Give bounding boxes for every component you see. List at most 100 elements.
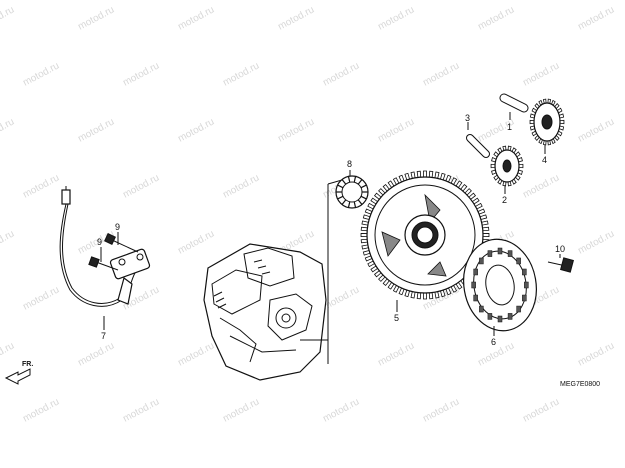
clutch-roller bbox=[516, 257, 521, 265]
watermark-text: motod.ru bbox=[76, 4, 116, 32]
clutch-roller bbox=[479, 257, 484, 265]
watermark-text: motod.ru bbox=[376, 4, 416, 32]
bearing-needle bbox=[360, 195, 367, 200]
watermark-text: motod.ru bbox=[221, 60, 261, 88]
watermark-text: motod.ru bbox=[176, 340, 216, 368]
gear-tooth bbox=[482, 233, 490, 237]
watermark-text: motod.ru bbox=[576, 340, 616, 368]
clutch-roller bbox=[516, 305, 521, 313]
clutch-roller bbox=[471, 281, 476, 289]
gear-tooth bbox=[360, 233, 368, 237]
watermark-text: motod.ru bbox=[0, 4, 16, 32]
part-1-shaft bbox=[499, 93, 529, 120]
watermark-text: motod.ru bbox=[0, 116, 16, 144]
part-4-reduction-gear bbox=[529, 98, 565, 154]
watermark-text: motod.ru bbox=[21, 172, 61, 200]
engine-block bbox=[203, 243, 327, 381]
part-7-sensor-harness bbox=[59, 186, 151, 330]
watermark-text: motod.ru bbox=[576, 228, 616, 256]
callout-9-lower: 9 bbox=[97, 237, 102, 247]
watermark-text: motod.ru bbox=[476, 4, 516, 32]
watermark-text: motod.ru bbox=[176, 116, 216, 144]
watermark-text: motod.ru bbox=[21, 396, 61, 424]
bearing-needle bbox=[353, 176, 357, 183]
clutch-roller bbox=[487, 250, 493, 257]
callout-4: 4 bbox=[542, 155, 547, 165]
bearing-needle bbox=[337, 184, 344, 189]
watermark-text: motod.ru bbox=[76, 340, 116, 368]
watermark-text: motod.ru bbox=[176, 228, 216, 256]
clutch-roller bbox=[473, 268, 478, 276]
bearing-needle bbox=[347, 201, 351, 208]
part-10-bolt bbox=[547, 254, 574, 273]
clutch-roller bbox=[473, 294, 478, 302]
watermark-text: motod.ru bbox=[0, 340, 16, 368]
watermark-text: motod.ru bbox=[421, 396, 461, 424]
bearing-needle bbox=[357, 179, 363, 185]
gear-tooth bbox=[428, 292, 434, 300]
gear-tooth bbox=[428, 170, 434, 178]
gear-tooth bbox=[416, 292, 422, 300]
bearing-needle bbox=[360, 184, 367, 189]
gear-tooth bbox=[423, 170, 427, 178]
gear-tooth bbox=[416, 170, 422, 178]
part-3-shaft bbox=[466, 122, 490, 158]
clutch-roller bbox=[507, 313, 513, 320]
callout-8: 8 bbox=[347, 159, 352, 169]
gear-tooth bbox=[482, 226, 490, 232]
clutch-roller bbox=[524, 281, 529, 289]
clutch-roller bbox=[507, 250, 513, 257]
watermark-text: motod.ru bbox=[176, 4, 216, 32]
watermark-text: motod.ru bbox=[121, 60, 161, 88]
part-6-one-way-clutch bbox=[463, 238, 537, 336]
watermark-text: motod.ru bbox=[576, 116, 616, 144]
sensor-body bbox=[109, 248, 151, 305]
watermark-text: motod.ru bbox=[276, 116, 316, 144]
gear-tooth bbox=[360, 238, 368, 244]
watermark-text: motod.ru bbox=[221, 172, 261, 200]
part-8-needle-bearing bbox=[335, 170, 369, 209]
clutch-roller bbox=[487, 313, 493, 320]
watermark-text: motod.ru bbox=[521, 60, 561, 88]
watermark-text: motod.ru bbox=[576, 4, 616, 32]
callout-9-upper: 9 bbox=[115, 222, 120, 232]
clutch-roller bbox=[497, 247, 503, 255]
bearing-needle bbox=[341, 199, 347, 205]
callout-3: 3 bbox=[465, 113, 470, 123]
bearing-needle bbox=[337, 195, 344, 200]
watermark-text: motod.ru bbox=[521, 396, 561, 424]
bearing-needle bbox=[357, 199, 363, 205]
part-5-starter-driven-gear bbox=[360, 170, 490, 312]
watermark-text: motod.ru bbox=[321, 60, 361, 88]
watermark-text: motod.ru bbox=[21, 284, 61, 312]
bolt-9-upper bbox=[104, 233, 139, 253]
clutch-roller bbox=[522, 268, 527, 276]
watermark-text: motod.ru bbox=[76, 116, 116, 144]
watermark-text: motod.ru bbox=[276, 4, 316, 32]
watermark-text: motod.ru bbox=[421, 60, 461, 88]
watermark-text: motod.ru bbox=[476, 340, 516, 368]
watermark-text: motod.ru bbox=[0, 228, 16, 256]
bearing-needle bbox=[347, 176, 351, 183]
front-label: FR. bbox=[22, 361, 33, 368]
watermark-text: motod.ru bbox=[21, 60, 61, 88]
watermark-text: motod.ru bbox=[321, 284, 361, 312]
callout-5: 5 bbox=[394, 313, 399, 323]
assembly-leader bbox=[300, 179, 343, 364]
callout-10: 10 bbox=[555, 244, 565, 254]
watermark-text: motod.ru bbox=[121, 172, 161, 200]
watermark-text: motod.ru bbox=[221, 396, 261, 424]
watermark-text: motod.ru bbox=[376, 340, 416, 368]
callout-2: 2 bbox=[502, 195, 507, 205]
watermark-text: motod.ru bbox=[376, 116, 416, 144]
bearing-needle bbox=[341, 179, 347, 185]
callout-7: 7 bbox=[101, 331, 106, 341]
clutch-roller bbox=[497, 315, 503, 323]
gear-tooth bbox=[423, 292, 427, 300]
watermark-text: motod.ru bbox=[521, 172, 561, 200]
clutch-roller bbox=[479, 305, 484, 313]
part-2-idle-gear bbox=[490, 145, 524, 194]
clutch-roller bbox=[522, 294, 527, 302]
diagram-code: MEG7E0800 bbox=[560, 381, 600, 388]
